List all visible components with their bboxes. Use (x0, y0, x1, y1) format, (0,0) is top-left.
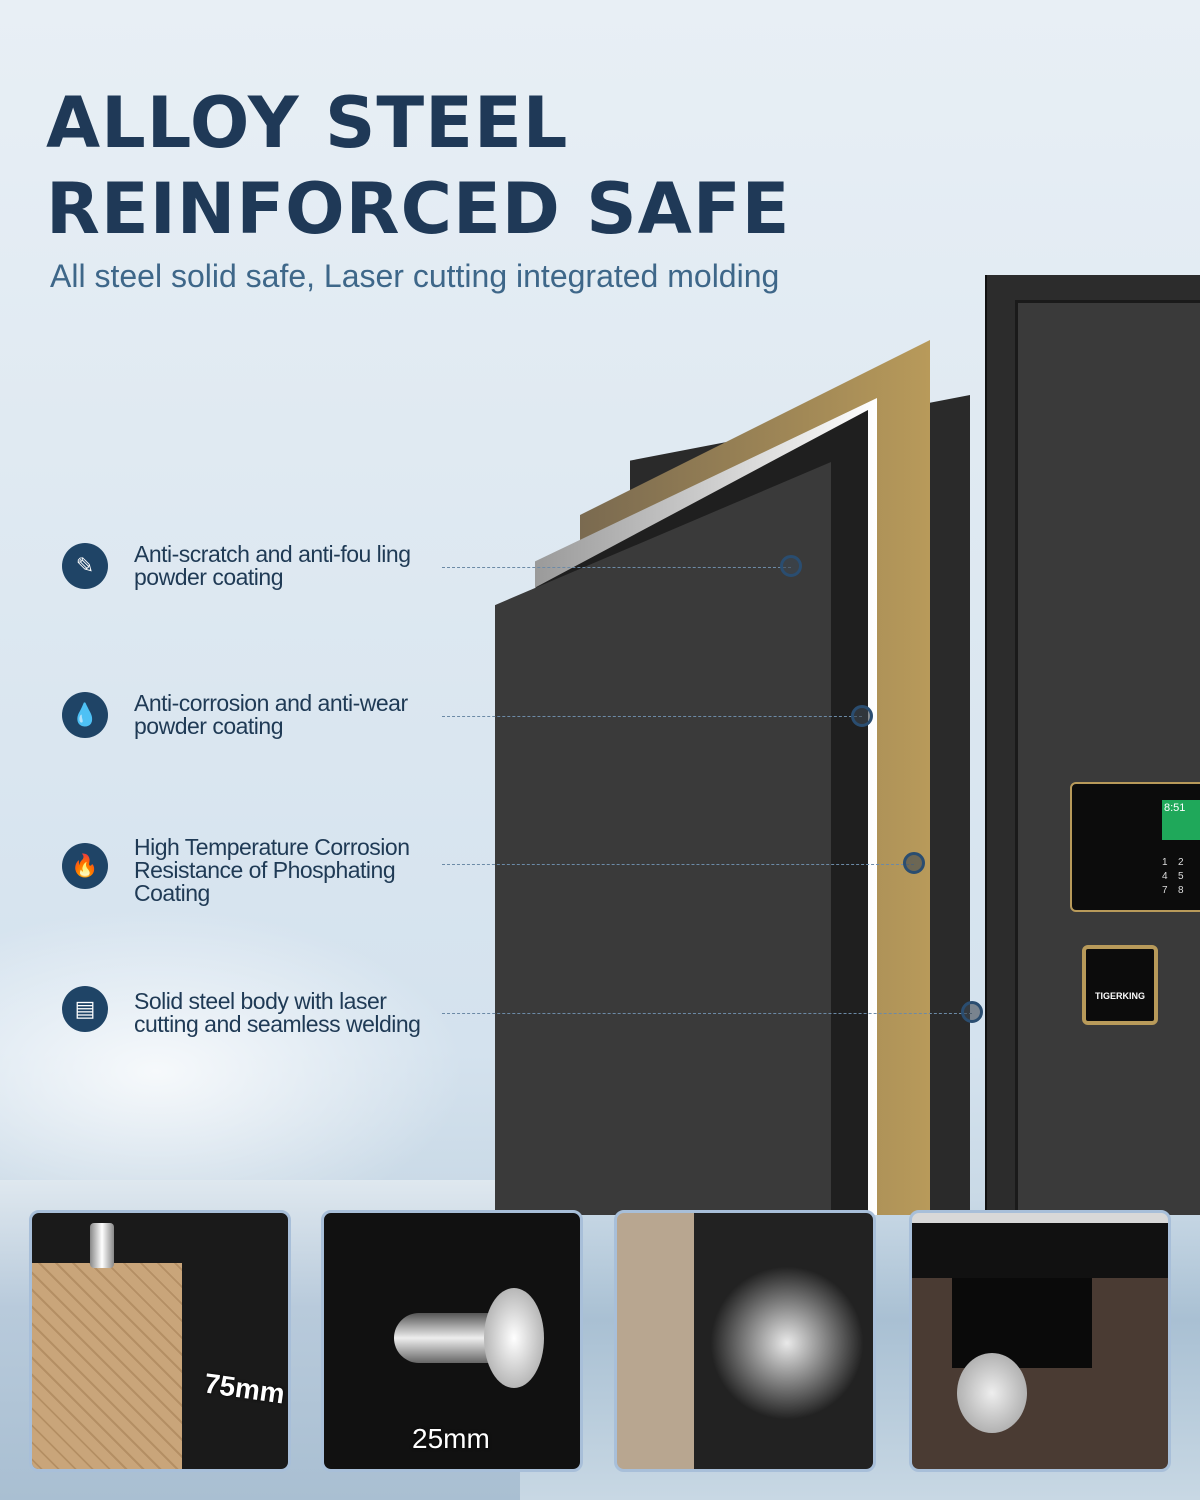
brand-logo-text: TIGERKING (1094, 991, 1145, 1001)
feature-text: Solid steel body with laser cutting and … (134, 988, 421, 1037)
brand-badge: TIGERKING (1082, 945, 1158, 1025)
key-7[interactable]: 7 (1162, 885, 1168, 896)
key-8[interactable]: 8 (1178, 885, 1184, 896)
feature-1: ✎ Anti-scratch and anti-fou ling powder … (62, 543, 454, 589)
safe-door-frame (1015, 300, 1200, 1215)
key-1[interactable]: 1 (1162, 857, 1168, 868)
thumbnail-bolt-depth: 75mm (29, 1210, 291, 1472)
light-glare (697, 1253, 873, 1433)
subtitle: All steel solid safe, Laser cutting inte… (50, 258, 780, 294)
feature-text: High Temperature Corrosion Resistance of… (134, 834, 410, 906)
key-4[interactable]: 4 (1162, 871, 1168, 882)
inner-door-panel (32, 1263, 182, 1469)
cloud-background (0, 880, 520, 1200)
callout-line-4 (442, 1013, 972, 1014)
safe-bottom (912, 1223, 1168, 1278)
depth-label: 75mm (202, 1367, 287, 1410)
key-5[interactable]: 5 (1178, 871, 1184, 882)
keypad-display: 8:51 (1162, 800, 1200, 840)
flame-icon: 🔥 (62, 843, 108, 889)
feature-text: Anti-scratch and anti-fou ling powder co… (134, 541, 411, 590)
callout-line-2 (442, 716, 862, 717)
scalpel-icon: ✎ (62, 543, 108, 589)
wheel-bracket (952, 1278, 1092, 1368)
diameter-label: 25mm (412, 1423, 490, 1454)
feature-3: 🔥 High Temperature Corrosion Resistance … (62, 836, 454, 905)
title-line-2: REINFORCED SAFE (46, 168, 791, 250)
callout-line-1 (442, 567, 791, 568)
water-drop-icon: 💧 (62, 692, 108, 738)
steel-bars-icon: ▤ (62, 986, 108, 1032)
callout-dot-3 (903, 852, 925, 874)
key-2[interactable]: 2 (1178, 857, 1184, 868)
feature-4: ▤ Solid steel body with laser cutting an… (62, 986, 454, 1037)
thumbnail-wheel (909, 1210, 1171, 1472)
feature-2: 💧 Anti-corrosion and anti-wear powder co… (62, 692, 454, 738)
callout-dot-4 (961, 1001, 983, 1023)
bolt (90, 1223, 114, 1268)
bolt-head (484, 1288, 544, 1388)
thumbnail-bolt-diameter: 25mm (321, 1210, 583, 1472)
callout-dot-1 (780, 555, 802, 577)
thumbnail-door-edge (614, 1210, 876, 1472)
caster-wheel (957, 1353, 1027, 1433)
title-line-1: ALLOY STEEL (46, 82, 569, 164)
callout-dot-2 (851, 705, 873, 727)
callout-line-3 (442, 864, 914, 865)
feature-text: Anti-corrosion and anti-wear powder coat… (134, 690, 408, 739)
layer-front-panel (495, 462, 831, 1215)
